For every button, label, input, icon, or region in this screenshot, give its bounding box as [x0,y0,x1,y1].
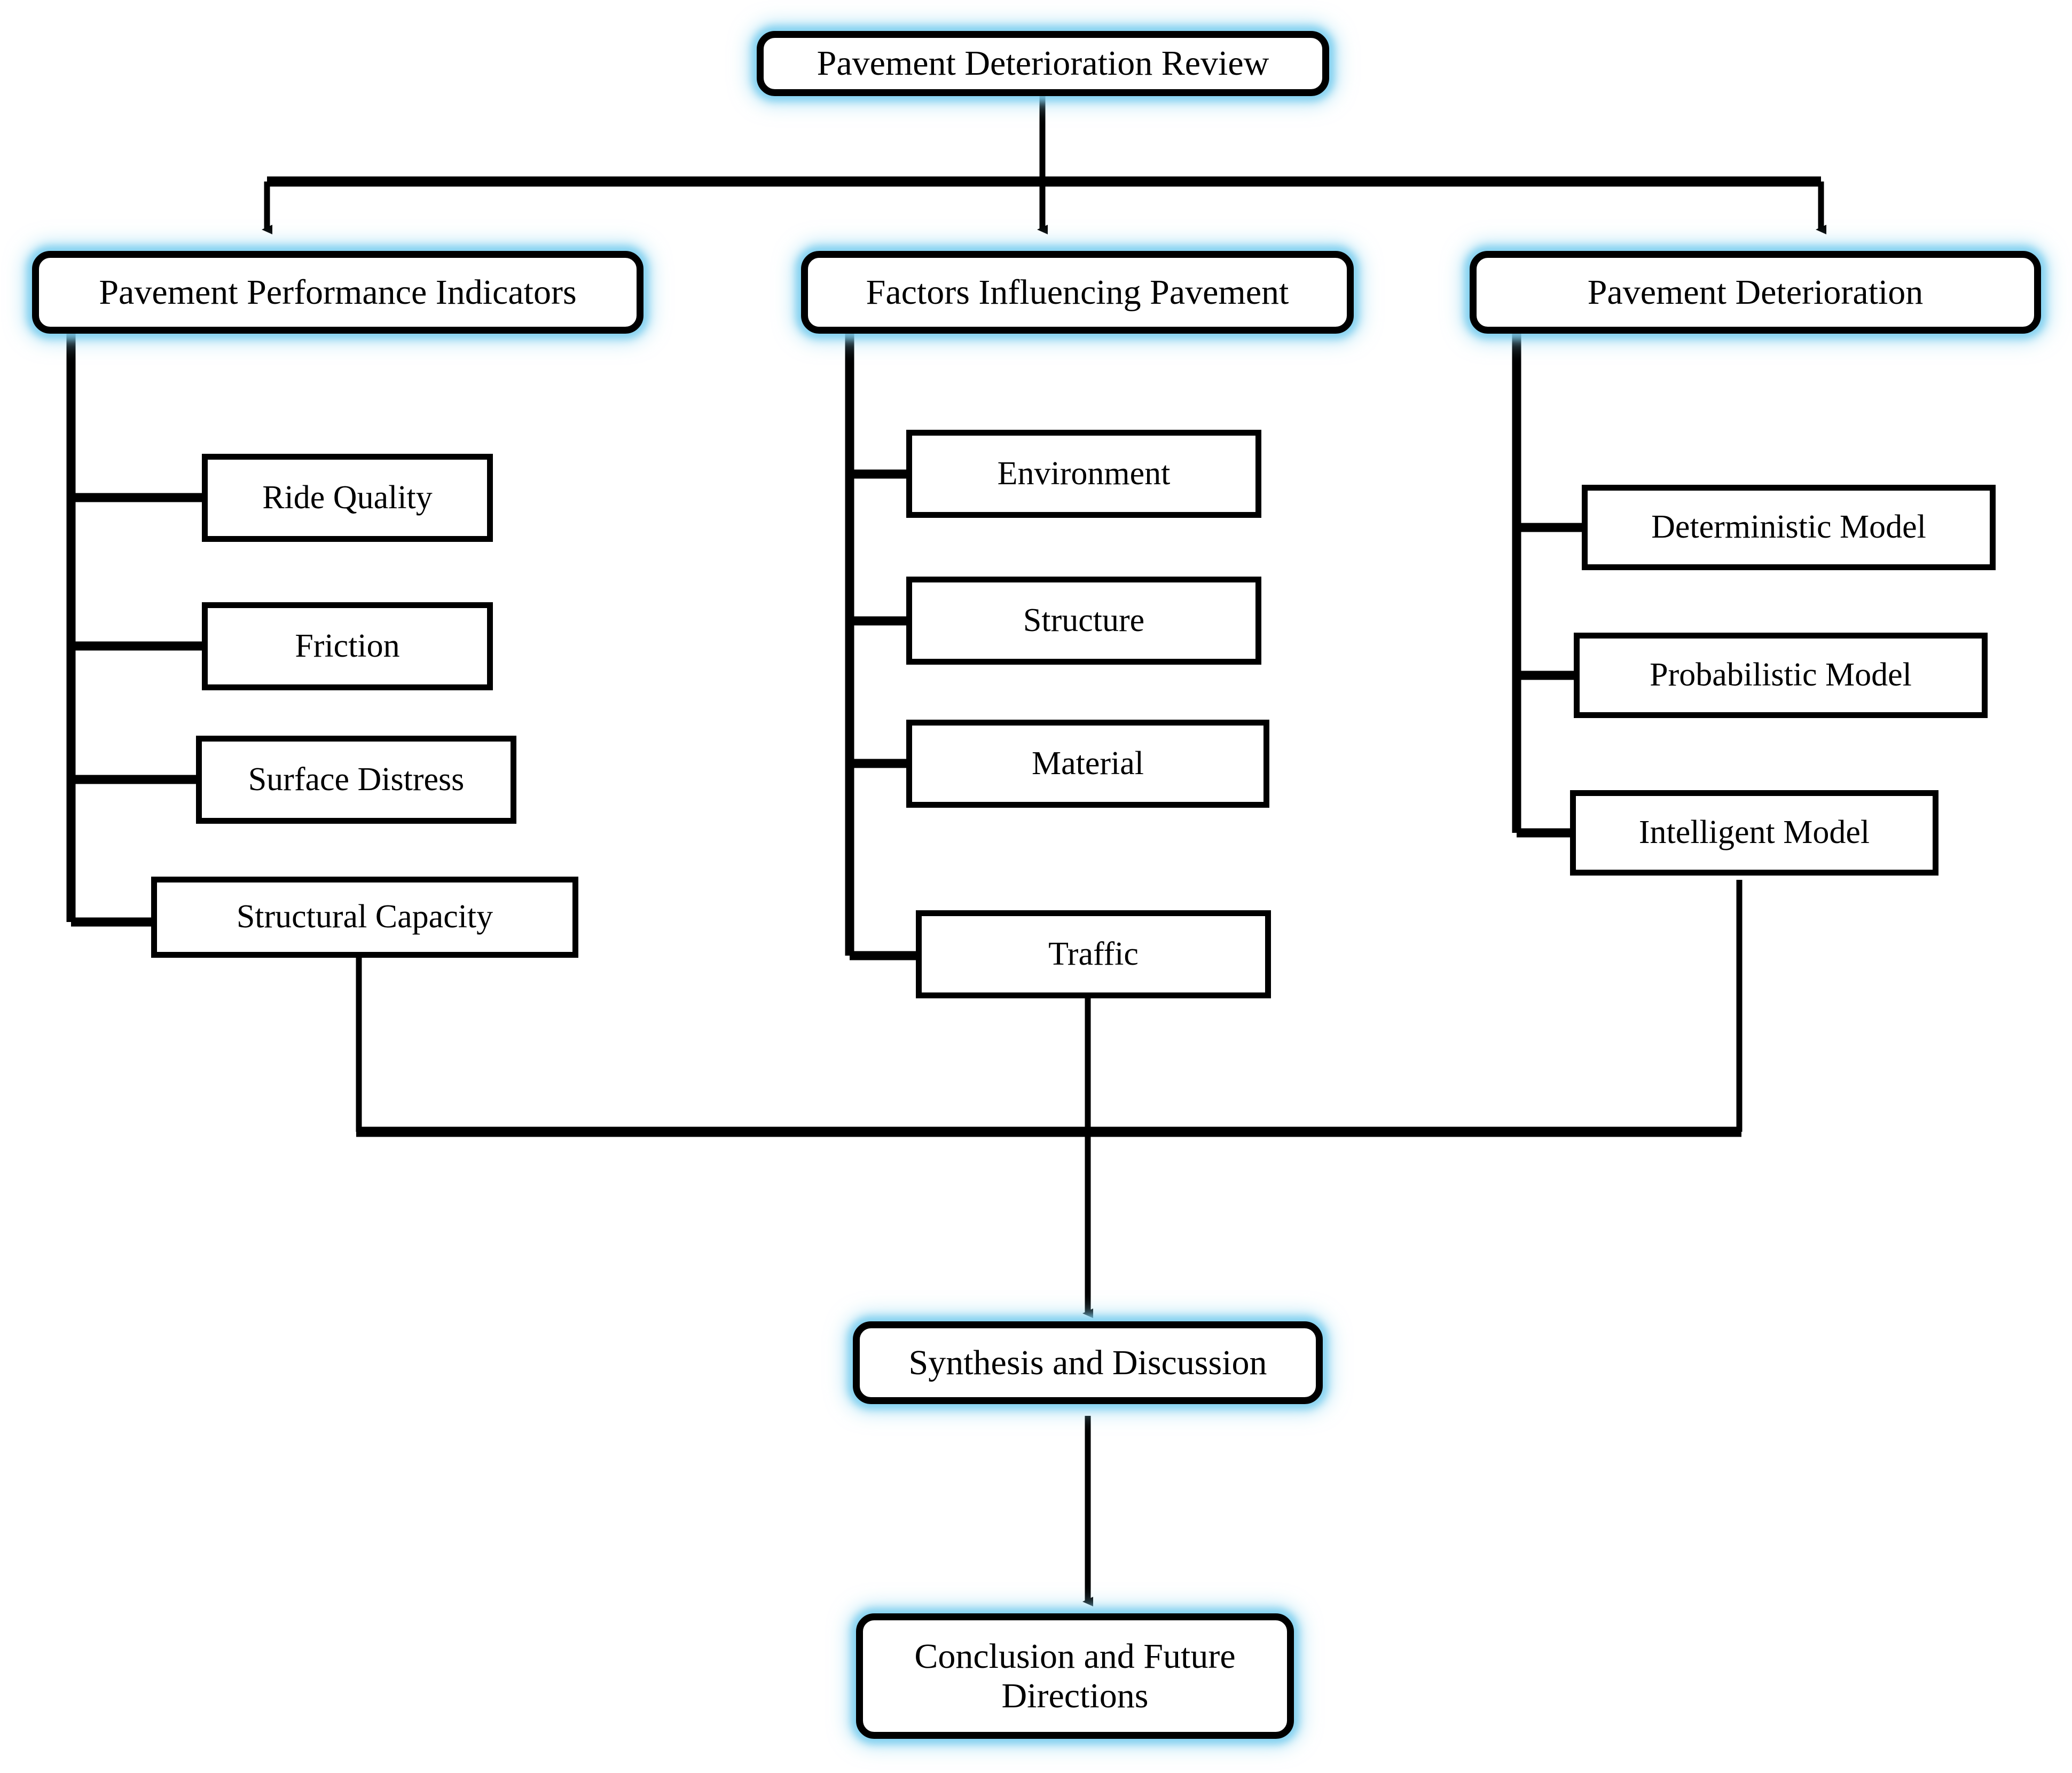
node-traffic-label: Traffic [1048,935,1139,972]
node-pavement-deterioration[interactable]: Pavement Deterioration [1470,251,2041,334]
node-probabilistic-model[interactable]: Probabilistic Model [1574,633,1988,718]
node-pavement-deterioration-label: Pavement Deterioration [1587,272,1924,312]
node-pavement-performance-indicators[interactable]: Pavement Performance Indicators [32,251,643,334]
node-synthesis-and-discussion[interactable]: Synthesis and Discussion [853,1321,1323,1404]
node-surface-distress-label: Surface Distress [248,761,465,798]
node-material[interactable]: Material [906,720,1269,808]
node-material-label: Material [1031,745,1144,782]
node-pavement-performance-indicators-label: Pavement Performance Indicators [99,272,577,312]
node-structural-capacity[interactable]: Structural Capacity [151,877,578,958]
node-friction-label: Friction [295,627,400,664]
node-friction[interactable]: Friction [202,602,493,690]
node-root-label: Pavement Deterioration Review [817,44,1269,83]
node-environment[interactable]: Environment [906,430,1261,518]
node-ride-quality-label: Ride Quality [262,479,433,516]
node-structural-capacity-label: Structural Capacity [236,899,493,935]
node-traffic[interactable]: Traffic [916,910,1271,998]
node-root[interactable]: Pavement Deterioration Review [757,31,1329,96]
node-conclusion-and-future-directions-label: Conclusion and Future Directions [914,1636,1236,1715]
node-structure-label: Structure [1023,602,1145,639]
node-intelligent-model-label: Intelligent Model [1638,814,1870,851]
node-deterministic-model[interactable]: Deterministic Model [1582,485,1996,570]
node-structure[interactable]: Structure [906,577,1261,665]
node-deterministic-model-label: Deterministic Model [1651,509,1926,546]
node-ride-quality[interactable]: Ride Quality [202,454,493,542]
node-probabilistic-model-label: Probabilistic Model [1650,657,1912,694]
node-surface-distress[interactable]: Surface Distress [196,736,516,824]
node-intelligent-model[interactable]: Intelligent Model [1570,790,1938,876]
node-conclusion-and-future-directions[interactable]: Conclusion and Future Directions [856,1613,1294,1739]
node-factors-influencing-pavement[interactable]: Factors Influencing Pavement [801,251,1354,334]
node-environment-label: Environment [997,455,1171,492]
node-synthesis-and-discussion-label: Synthesis and Discussion [908,1343,1267,1382]
node-factors-influencing-pavement-label: Factors Influencing Pavement [866,272,1289,312]
